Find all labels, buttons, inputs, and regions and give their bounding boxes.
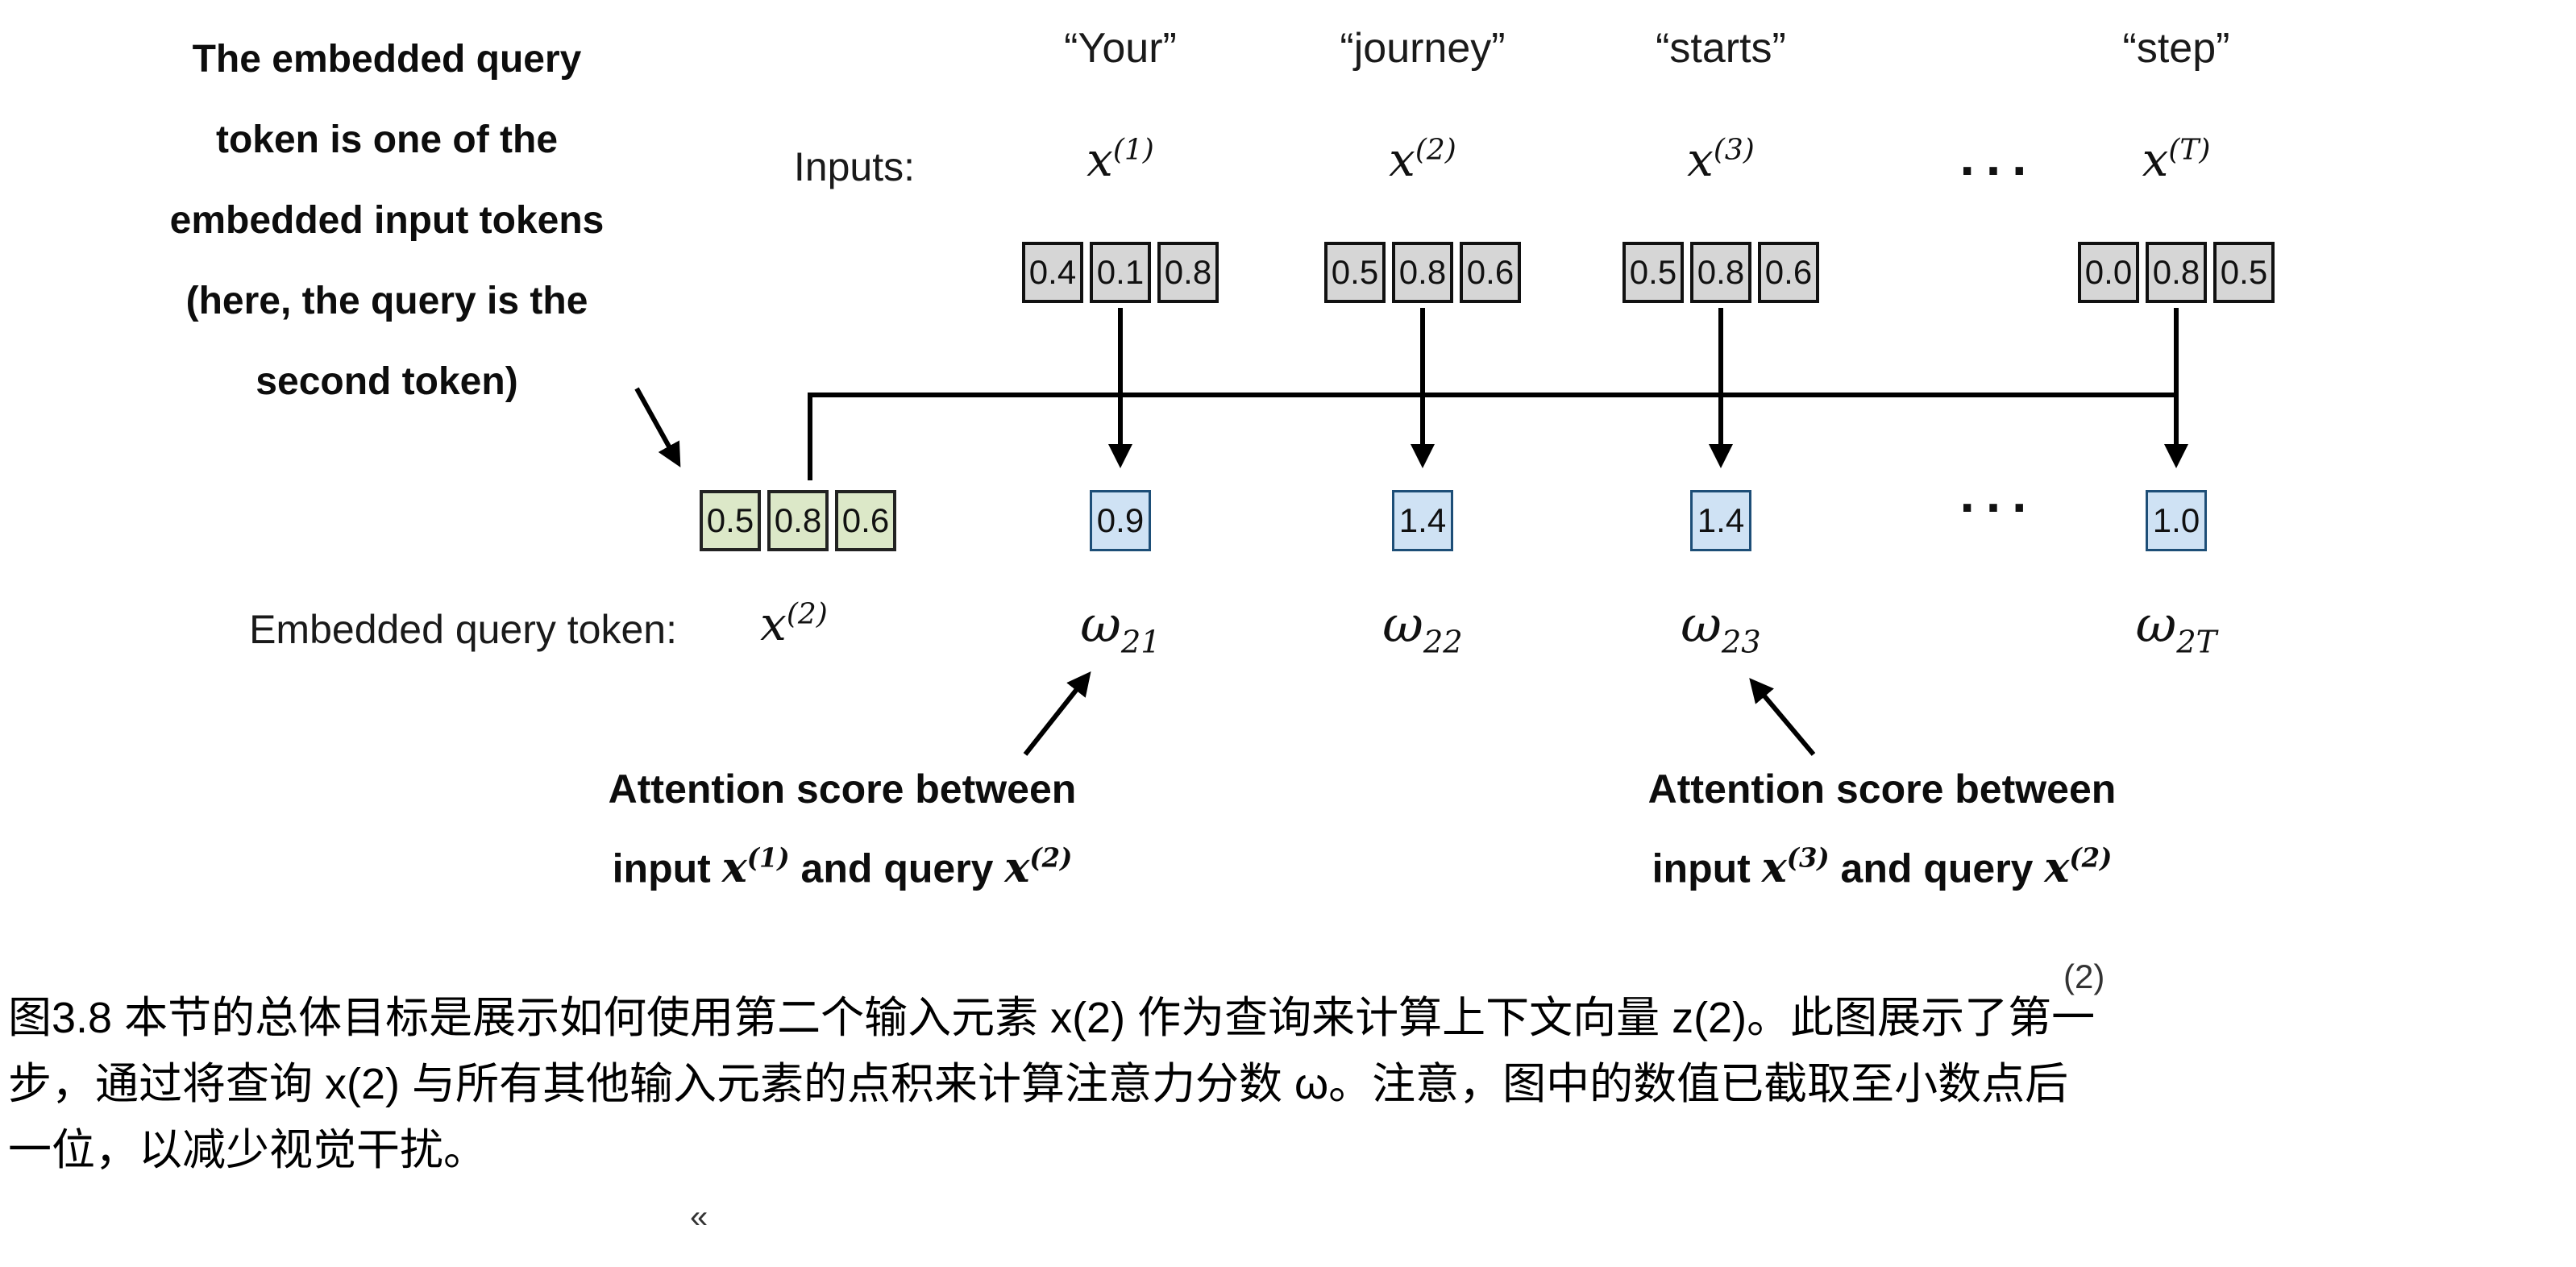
omega-base: ω: [2135, 595, 2177, 654]
input-vector-3: 0.5 0.8 0.6: [1622, 242, 1819, 303]
annotation-line: Attention score between: [608, 766, 1077, 812]
math-base: x: [1389, 132, 1415, 187]
token-word-your: “Your”: [1064, 25, 1177, 72]
embedded-query-label: Embedded query token:: [249, 607, 677, 652]
math-x3: x(3): [1762, 843, 1830, 892]
math-x2: x(2): [1004, 843, 1072, 892]
vector-cell: 0.6: [835, 490, 896, 551]
math-base: x: [1761, 843, 1787, 893]
input-symbol-x2: x(2): [1302, 132, 1544, 187]
score-annotation-right: Attention score between input x(3) and q…: [1511, 754, 2253, 903]
vector-cell: 0.8: [767, 490, 829, 551]
input-symbol-xT: x(T): [2055, 132, 2297, 187]
math-base: x: [1004, 843, 1030, 893]
math-x1: x(1): [722, 843, 790, 892]
vector-cell: 0.8: [1392, 242, 1453, 303]
vector-cell: 0.8: [1157, 242, 1219, 303]
superscript-artifact: (2): [2063, 958, 2105, 995]
annotation-text: input: [612, 845, 722, 891]
vector-cell: 0.8: [1690, 242, 1751, 303]
query-note-line: (here, the query is the: [185, 280, 588, 322]
omega-21: ω21: [999, 595, 1241, 660]
attention-score-2T: 1.0: [2146, 490, 2207, 551]
vector-cell: 0.5: [700, 490, 761, 551]
attention-score-23: 1.4: [1690, 490, 1751, 551]
omega-22: ω22: [1302, 595, 1544, 660]
annotation-text: and query: [789, 845, 1005, 891]
math-base: x: [1687, 132, 1714, 187]
token-word-step: “step”: [2122, 25, 2230, 72]
annotation-text: and query: [1829, 845, 2045, 891]
query-vector: 0.5 0.8 0.6: [700, 490, 896, 551]
annotation-text: input: [1652, 845, 1762, 891]
vector-cell: 0.8: [2146, 242, 2207, 303]
input-vector-2: 0.5 0.8 0.6: [1324, 242, 1521, 303]
input-vector-1: 0.4 0.1 0.8: [1022, 242, 1219, 303]
vector-cell: 0.5: [1622, 242, 1684, 303]
attention-score-22: 1.4: [1392, 490, 1453, 551]
omega-base: ω: [1080, 595, 1121, 654]
ellipsis-middle: ...: [1959, 463, 2038, 523]
omega-base: ω: [1382, 595, 1423, 654]
vector-cell: 0.5: [2213, 242, 2275, 303]
caption-line: 步，通过将查询 x(2) 与所有其他输入元素的点积来计算注意力分数 ω。注意，图…: [8, 1060, 2069, 1108]
query-note-line: token is one of the: [215, 118, 559, 161]
caption-line: 图3.8 本节的总体目标是展示如何使用第二个输入元素 x(2) 作为查询来计算上…: [8, 994, 2096, 1042]
figure-caption: 图3.8 本节的总体目标是展示如何使用第二个输入元素 x(2) 作为查询来计算上…: [8, 985, 2095, 1183]
token-word-starts: “starts”: [1656, 25, 1786, 72]
math-sup: (3): [1713, 133, 1755, 167]
input-symbol-x3: x(3): [1600, 132, 1842, 187]
math-x2: x(2): [2044, 843, 2112, 892]
query-note: The embedded query token is one of the e…: [97, 19, 677, 422]
math-sup: (2): [1029, 843, 1073, 874]
math-sup: (3): [1786, 843, 1830, 874]
omega-sub: 22: [1423, 624, 1463, 661]
query-note-line: second token): [256, 360, 518, 403]
math-sup: (2): [786, 597, 828, 631]
math-base: x: [2142, 132, 2169, 187]
omega-base: ω: [1681, 595, 1722, 654]
inputs-label: Inputs:: [793, 144, 915, 189]
omega-2T: ω2T: [2055, 595, 2297, 660]
ellipsis-top: ...: [1959, 127, 2038, 186]
math-sup: (2): [2069, 843, 2113, 874]
query-note-line: The embedded query: [192, 38, 582, 81]
vector-cell: 0.0: [2078, 242, 2139, 303]
math-sup: (1): [746, 843, 790, 874]
vector-cell: 0.6: [1460, 242, 1521, 303]
vector-cell: 0.4: [1022, 242, 1083, 303]
math-base: x: [721, 843, 747, 893]
stray-mark-artifact: «: [690, 1199, 708, 1235]
vector-cell: 0.5: [1324, 242, 1386, 303]
vector-cell: 0.1: [1090, 242, 1151, 303]
caption-line: 一位，以减少视觉干扰。: [8, 1126, 487, 1174]
math-base: x: [1086, 132, 1113, 187]
math-base: x: [2044, 843, 2070, 893]
math-sup: (2): [1415, 133, 1456, 167]
vector-cell: 0.6: [1758, 242, 1819, 303]
annotation-line: input x(1) and query x(2): [472, 824, 1213, 903]
math-sup: (1): [1112, 133, 1154, 167]
input-vector-T: 0.0 0.8 0.5: [2078, 242, 2275, 303]
annotation-line: Attention score between: [1647, 766, 2117, 812]
omega-sub: 2T: [2176, 624, 2217, 661]
math-sup: (T): [2168, 133, 2211, 167]
omega-23: ω23: [1600, 595, 1842, 660]
input-symbol-x1: x(1): [999, 132, 1241, 187]
query-symbol-x2: x(2): [673, 596, 915, 651]
attention-score-21: 0.9: [1090, 490, 1151, 551]
score-left-arrow: [1023, 671, 1091, 756]
annotation-line: input x(3) and query x(2): [1511, 824, 2253, 903]
query-note-line: embedded input tokens: [169, 199, 605, 242]
omega-sub: 21: [1120, 624, 1161, 661]
math-base: x: [760, 596, 787, 651]
omega-sub: 23: [1721, 624, 1761, 661]
score-right-arrow: [1749, 678, 1816, 756]
token-word-journey: “journey”: [1340, 25, 1506, 72]
score-annotation-left: Attention score between input x(1) and q…: [472, 754, 1213, 903]
